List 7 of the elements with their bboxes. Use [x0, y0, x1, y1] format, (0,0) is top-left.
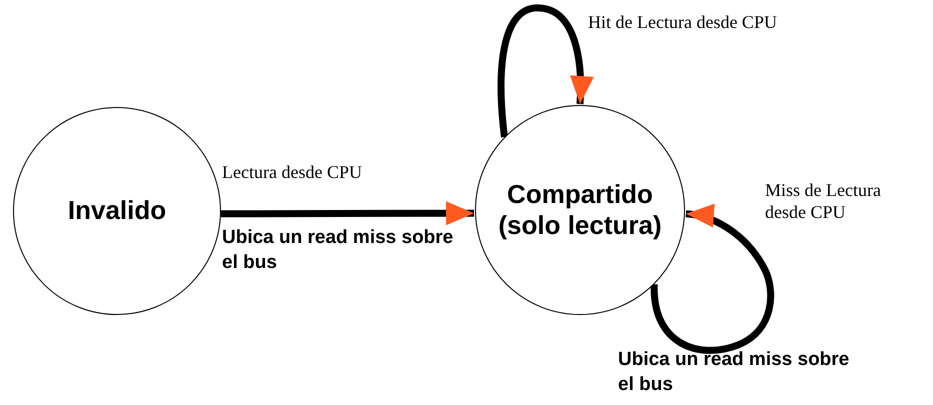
action-note: Ubica un read miss sobre el bus: [618, 348, 850, 397]
state-circle: Invalido: [13, 107, 221, 315]
loop-arrow: [498, 4, 594, 138]
action-note: Ubica un read miss sobre el bus: [222, 226, 454, 275]
state-circle: Compartido (solo lectura): [475, 105, 685, 315]
loop-arrow: [650, 205, 774, 354]
arrow: [221, 201, 474, 226]
